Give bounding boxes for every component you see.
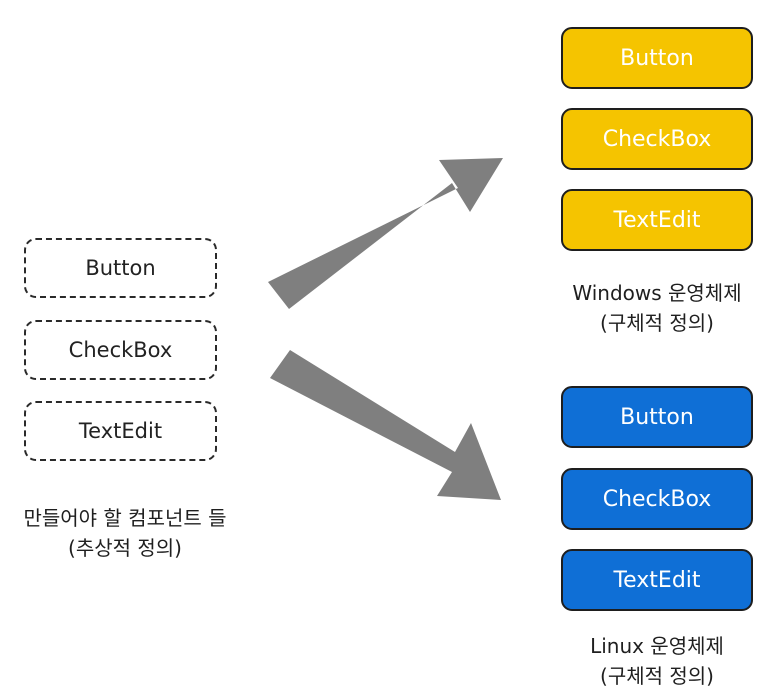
windows-checkbox-box: CheckBox bbox=[561, 108, 753, 170]
arrow-to-linux bbox=[270, 350, 501, 500]
linux-checkbox-box: CheckBox bbox=[561, 468, 753, 530]
windows-button-label: Button bbox=[620, 45, 694, 71]
windows-caption: Windows 운영체제 (구체적 정의) bbox=[547, 278, 767, 338]
abstract-button-box: Button bbox=[24, 238, 217, 298]
linux-caption-title: Linux 운영체제 bbox=[590, 634, 724, 658]
linux-button-box: Button bbox=[561, 386, 753, 448]
linux-button-label: Button bbox=[620, 404, 694, 430]
abstract-checkbox-box: CheckBox bbox=[24, 320, 217, 380]
windows-checkbox-label: CheckBox bbox=[602, 126, 712, 152]
abstract-caption-title: 만들어야 할 컴포넌트 들 bbox=[23, 506, 227, 530]
linux-textedit-box: TextEdit bbox=[561, 549, 753, 611]
arrow-to-windows bbox=[268, 158, 503, 309]
abstract-textedit-label: TextEdit bbox=[78, 419, 163, 443]
windows-textedit-label: TextEdit bbox=[613, 207, 701, 233]
linux-caption-subtitle: (구체적 정의) bbox=[600, 664, 714, 688]
windows-textedit-box: TextEdit bbox=[561, 189, 753, 251]
abstract-button-label: Button bbox=[85, 256, 156, 280]
abstract-caption-subtitle: (추상적 정의) bbox=[68, 536, 182, 560]
linux-checkbox-label: CheckBox bbox=[602, 486, 712, 512]
abstract-caption: 만들어야 할 컴포넌트 들 (추상적 정의) bbox=[0, 503, 250, 563]
windows-caption-subtitle: (구체적 정의) bbox=[600, 311, 714, 335]
windows-caption-title: Windows 운영체제 bbox=[572, 281, 742, 305]
windows-button-box: Button bbox=[561, 27, 753, 89]
linux-caption: Linux 운영체제 (구체적 정의) bbox=[547, 631, 767, 691]
linux-textedit-label: TextEdit bbox=[613, 567, 701, 593]
abstract-textedit-box: TextEdit bbox=[24, 401, 217, 461]
abstract-checkbox-label: CheckBox bbox=[68, 338, 173, 362]
